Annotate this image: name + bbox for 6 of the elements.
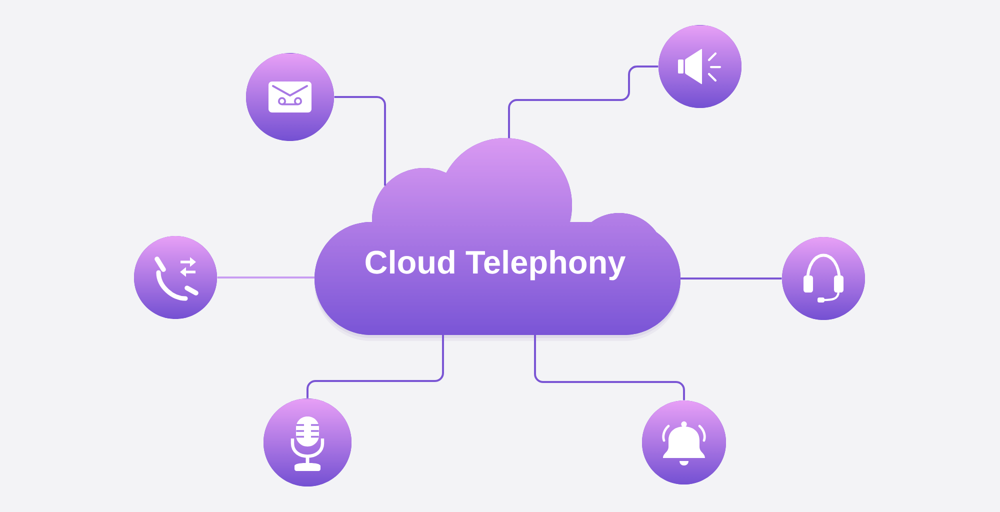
connector-line (217, 276, 315, 278)
connector-line (306, 335, 444, 398)
connector-line (534, 335, 685, 400)
connector-line (508, 66, 658, 138)
connector-line (334, 96, 386, 186)
connector-line (680, 278, 782, 280)
